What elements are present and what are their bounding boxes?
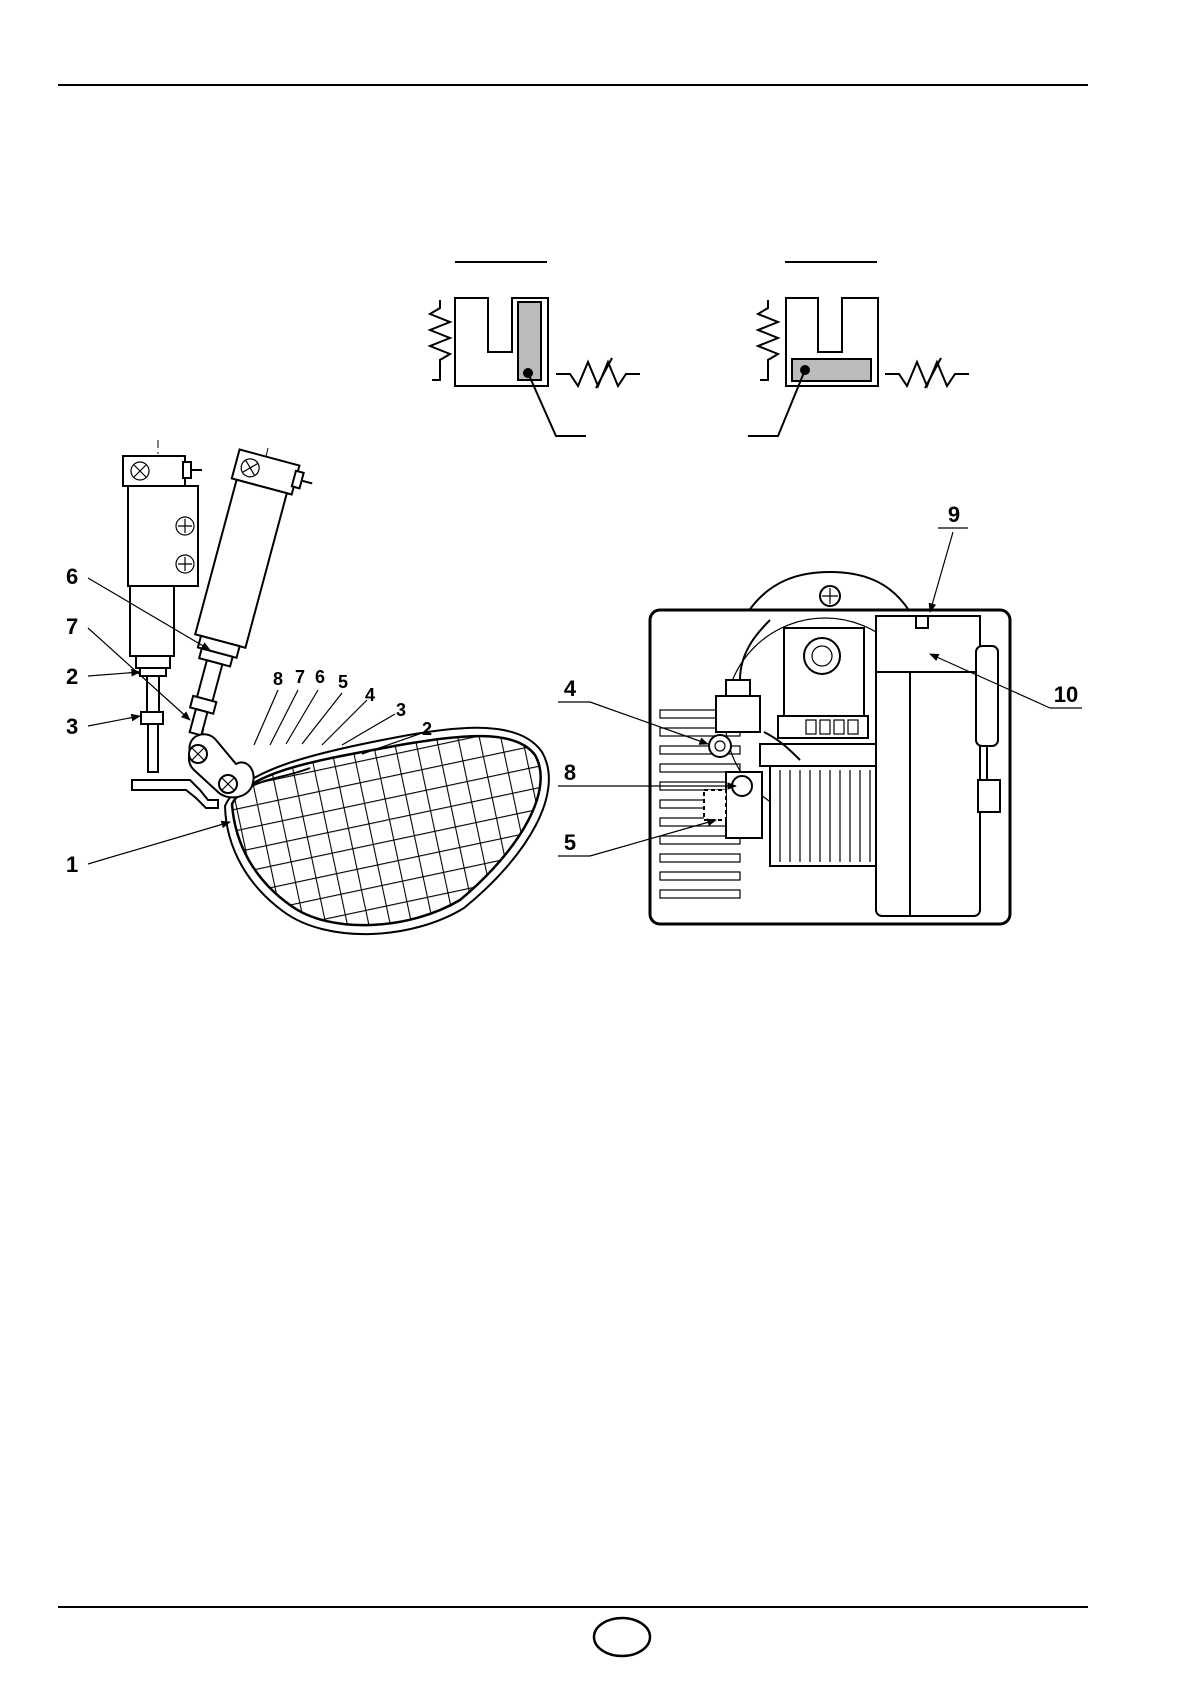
cooling-fins [770,766,880,866]
page-number-oval [594,1618,650,1656]
callout-1: 1 [66,852,78,877]
callout-2: 2 [66,664,78,689]
schematic-horizontal-element [748,262,969,436]
callout-4: 4 [564,676,577,701]
fan-label-2: 2 [422,719,432,739]
vertical-electrode-shaft [130,586,174,656]
fan-label-3: 3 [396,700,406,720]
resistor-slash-right [925,358,941,388]
vertical-electrode-cap [123,456,185,486]
schematic-vertical-element [430,262,640,436]
ignition-transformer [978,780,1000,812]
callout-9: 9 [948,502,960,527]
fan-label-8: 8 [273,669,283,689]
reset-button [916,616,928,628]
resistor-slash-left [596,358,612,388]
pressure-screw-icon [709,735,731,757]
mesh-gauge [232,736,541,925]
callout-3: 3 [66,714,78,739]
photocell [976,646,998,746]
spring-left [430,300,450,380]
callout-10: 10 [1054,682,1078,707]
fan-label-7: 7 [295,667,305,687]
fan-label-6: 6 [315,667,325,687]
electrode-gauge-illustration [88,440,549,934]
callout-8: 8 [564,760,576,785]
fan-label-5: 5 [338,672,348,692]
angled-electrode-body [195,480,287,648]
callout-5: 5 [564,830,576,855]
fan-label-4: 4 [365,685,375,705]
callout-6: 6 [66,564,78,589]
solenoid-valve [716,696,760,732]
burner-unit-illustration [650,572,1010,924]
lead-left [528,373,586,436]
spring-right [758,300,778,380]
electrode-tip-bracket [132,780,218,808]
callout-7: 7 [66,614,78,639]
vertical-electrode-body [128,486,198,586]
